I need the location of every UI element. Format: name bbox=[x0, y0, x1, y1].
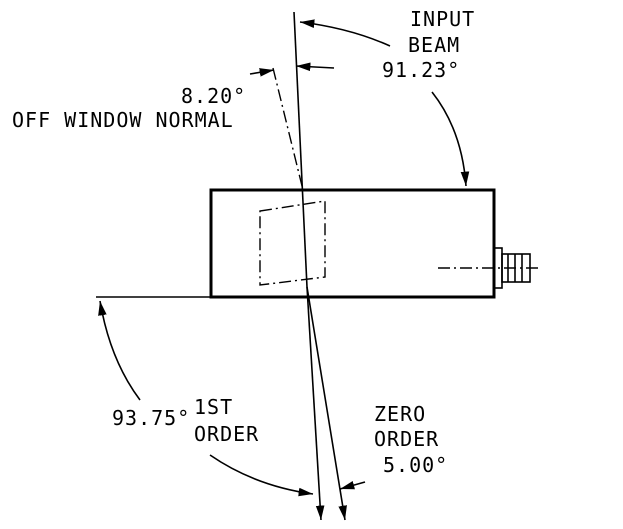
crystal-aperture-outline bbox=[259, 200, 326, 286]
first-order-angle-arc bbox=[98, 300, 141, 401]
zero-order-label-line2: ORDER bbox=[374, 427, 439, 451]
zero-order-label-line1: ZERO bbox=[374, 402, 426, 426]
zero-order-angle-label: 5.00° bbox=[383, 453, 448, 477]
first-order-label-line2: ORDER bbox=[194, 422, 259, 446]
first-order-angle-arc-lower bbox=[209, 454, 314, 497]
off-normal-arrow-right bbox=[295, 62, 335, 72]
zero-order-beam bbox=[306, 286, 347, 521]
first-order-beam bbox=[306, 286, 325, 521]
off-normal-angle-label: 8.20° bbox=[181, 84, 246, 108]
input-beam-line bbox=[293, 11, 308, 288]
input-beam-label-line1: INPUT bbox=[410, 7, 475, 31]
input-angle-arc bbox=[299, 19, 391, 47]
off-normal-arrow-left bbox=[249, 68, 275, 77]
first-order-label-line1: 1ST bbox=[194, 395, 233, 419]
crystal-housing bbox=[209, 188, 496, 299]
input-angle-arc-lower bbox=[431, 91, 470, 187]
zero-order-arrow bbox=[339, 480, 366, 490]
first-order-angle-label: 93.75° bbox=[112, 406, 190, 430]
window-normal-line bbox=[272, 67, 304, 191]
input-beam-label-line2: BEAM bbox=[408, 33, 460, 57]
off-normal-label: OFF WINDOW NORMAL bbox=[12, 108, 234, 132]
input-angle-label: 91.23° bbox=[382, 58, 460, 82]
